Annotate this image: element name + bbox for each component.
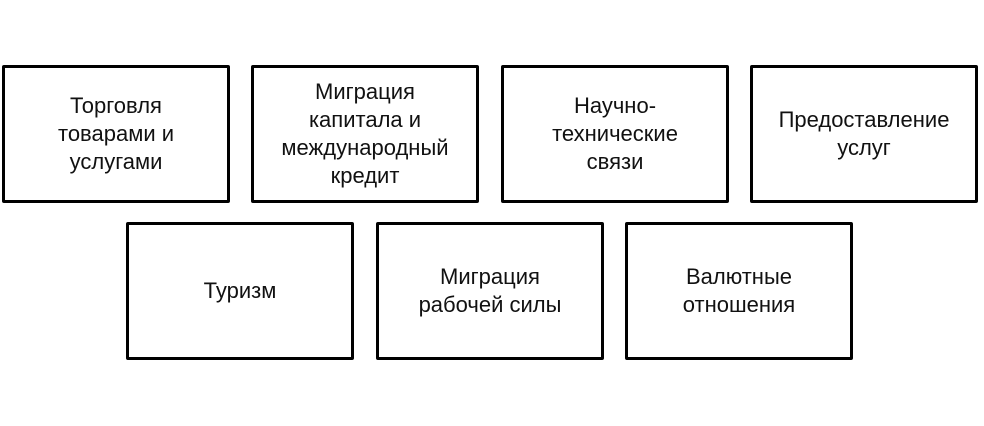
box-text-line: капитала и: [308, 107, 422, 132]
box-text-line: Миграция: [440, 264, 540, 289]
box-text-line: международный: [281, 135, 449, 160]
box-sci-tech: Научно-технические связи: [501, 65, 729, 203]
box-currency: Валютные отношения: [625, 222, 853, 360]
box-tourism: Туризм: [126, 222, 354, 360]
box-text-line: связи: [586, 149, 644, 174]
box-text-line: рабочей силы: [418, 292, 562, 317]
box-text-line: Валютные: [685, 264, 793, 289]
box-services: Предоставление услуг: [750, 65, 978, 203]
box-text-line: Миграция: [315, 79, 415, 104]
box-text-line: Предоставление: [778, 107, 950, 132]
box-text-line: отношения: [682, 292, 796, 317]
box-text-line: технические: [552, 121, 678, 146]
box-text-line: товарами и: [57, 121, 175, 146]
box-capital-migration: Миграция капитала и международный кредит: [251, 65, 479, 203]
box-text-line: кредит: [330, 163, 400, 188]
box-text-line: услуг: [837, 135, 891, 160]
box-text-line: услугами: [69, 149, 163, 174]
box-text-line: Торговля: [70, 93, 162, 118]
box-text-line: Туризм: [203, 278, 277, 303]
box-labor-migration: Миграция рабочей силы: [376, 222, 604, 360]
box-trade: Торговля товарами и услугами: [2, 65, 230, 203]
box-text-line: Научно-: [573, 93, 657, 118]
